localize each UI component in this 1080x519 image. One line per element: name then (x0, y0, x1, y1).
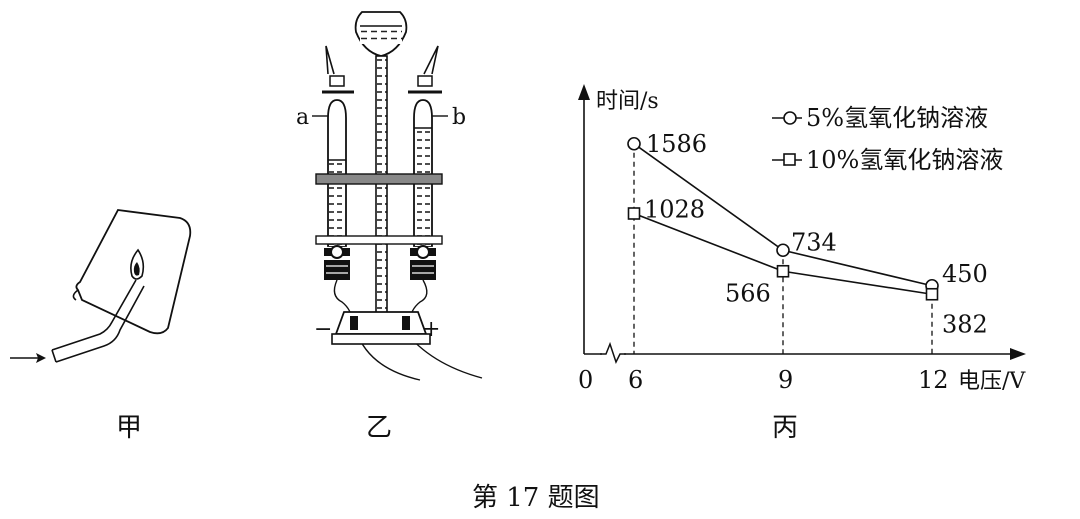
legend-label-5pct: 5%氢氧化钠溶液 (806, 104, 988, 132)
caption-jia: 甲 (116, 413, 142, 443)
label-a: a (296, 105, 309, 130)
label-minus: − (314, 317, 332, 342)
inverted-beaker (75, 209, 192, 335)
x-tick-label-6: 6 (628, 366, 643, 394)
point-series1-x9 (776, 264, 790, 278)
center-tube (375, 55, 388, 323)
x-axis-arrow-icon (1010, 348, 1026, 360)
data-label-series0-x12: 450 (942, 260, 988, 288)
legend-label-10pct: 10%氢氧化钠溶液 (806, 146, 1003, 174)
legend: 5%氢氧化钠溶液 10%氢氧化钠溶液 (772, 104, 1003, 174)
y-axis-label: 时间/s (596, 89, 659, 114)
point-series1-x6 (627, 207, 641, 220)
left-electrode (324, 245, 350, 280)
data-label-series0-x9: 734 (791, 228, 837, 256)
panel-jia (10, 209, 192, 363)
data-label-series1-x9: 566 (725, 279, 771, 307)
y-axis-arrow-icon (578, 84, 590, 100)
gas-flow-arrow-icon (10, 353, 46, 363)
right-electrode (410, 245, 436, 280)
caption-bing: 丙 (772, 413, 798, 443)
upper-clamp (315, 173, 443, 185)
figure-caption: 第 17 题图 (472, 483, 600, 513)
x-tick-label-0: 0 (578, 366, 593, 394)
axis-break-icon (600, 341, 626, 364)
x-tick-label-12: 12 (918, 366, 949, 394)
flame-icon (130, 248, 145, 280)
label-b: b (452, 105, 466, 130)
lower-clamp (315, 235, 443, 245)
gas-tube (51, 279, 137, 351)
x-tick-label-9: 9 (778, 366, 793, 394)
caption-yi: 乙 (366, 413, 392, 443)
data-label-series1-x6: 1028 (644, 196, 705, 224)
apparatus-base (334, 311, 428, 335)
label-plus: + (422, 317, 440, 342)
x-axis-label: 电压/V (958, 369, 1026, 394)
point-series1-x12 (925, 287, 939, 301)
panel-bing-chart: 时间/s 电压/V 0 6 9 12 15867344501028566382 … (578, 84, 1026, 394)
data-label-series1-x12: 382 (942, 310, 988, 338)
point-series0-x6 (627, 136, 641, 151)
legend-square-marker (783, 153, 796, 166)
point-series0-x9 (776, 243, 790, 258)
data-label-series0-x6: 1586 (646, 130, 707, 158)
legend-circle-marker (783, 111, 797, 125)
panel-yi: a b − + (296, 11, 483, 381)
